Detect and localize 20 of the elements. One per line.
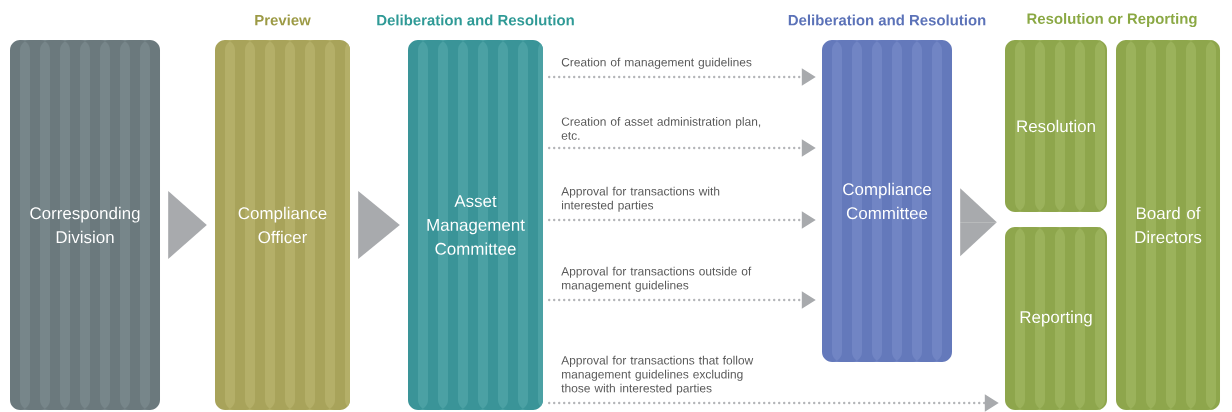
stage-heading: Deliberation and Resolution [788,14,986,26]
process-box: Corresponding Division [10,40,160,410]
edge-label: Creation of asset administration plan, etc. [561,117,761,140]
process-box: Reporting [1005,227,1107,410]
chevron-arrow [960,188,997,223]
chevron-arrow [358,191,400,259]
process-box: Compliance Committee [822,40,952,362]
process-box: Resolution [1005,40,1107,212]
edge-label: Approval for transactions outside of management guidelines [561,266,752,292]
stage-heading: Resolution or Reporting [1027,13,1197,27]
chevron-arrow [168,191,207,259]
chevron-arrow [960,222,997,257]
process-box: Asset Management Committee [408,40,543,410]
edge-label: Creation of management guidelines [561,57,752,69]
process-box: Compliance Officer [215,40,350,410]
edge-label: Approval for transactions that follow management guidelines excluding those with interested parties [561,355,754,395]
stage-heading: Deliberation and Resolution [377,14,574,26]
process-box: Board of Directors [1116,40,1220,410]
edge-label: Approval for transactions with interested parties [561,186,720,212]
stage-heading: Preview [255,14,311,26]
